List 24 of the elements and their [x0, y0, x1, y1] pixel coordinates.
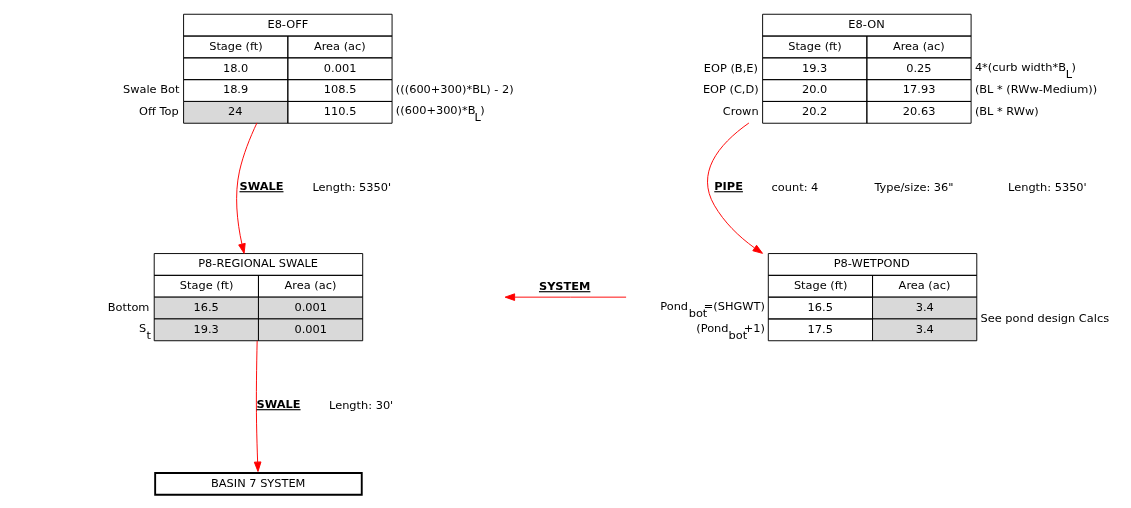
node-label: Crown: [722, 103, 759, 118]
label: count: 4: [771, 179, 819, 194]
node-label: EOP (C,D): [702, 81, 759, 96]
label: Type/size: 36": [874, 179, 954, 194]
label: Length: 5350': [1008, 179, 1087, 194]
arrow: [504, 292, 627, 301]
node-box: BASIN 7 SYSTEM: [154, 471, 363, 496]
arrow: [236, 121, 258, 254]
node-label: (BL * RWw): [974, 103, 1039, 118]
edge-label: SWALE: [239, 178, 284, 193]
node-label: Swale Bot: [122, 81, 180, 96]
edge-label: PIPE: [714, 178, 743, 193]
label: Length: 30': [329, 397, 394, 412]
edge-label: SWALE: [256, 396, 301, 411]
node-label: Off Top: [139, 103, 179, 118]
node-label: (((600+300)*BL) - 2): [395, 81, 514, 96]
arrow: [253, 339, 262, 472]
arrow: [707, 122, 763, 254]
node-label: Bottom: [107, 299, 150, 314]
node-label: EOP (B,E): [703, 60, 758, 75]
node-label: (BL * (RWw-Medium)): [974, 81, 1098, 96]
label: Length: 5350': [312, 179, 392, 194]
edge-label: SYSTEM: [538, 278, 591, 293]
node-label: See pond design Calcs: [980, 310, 1110, 325]
